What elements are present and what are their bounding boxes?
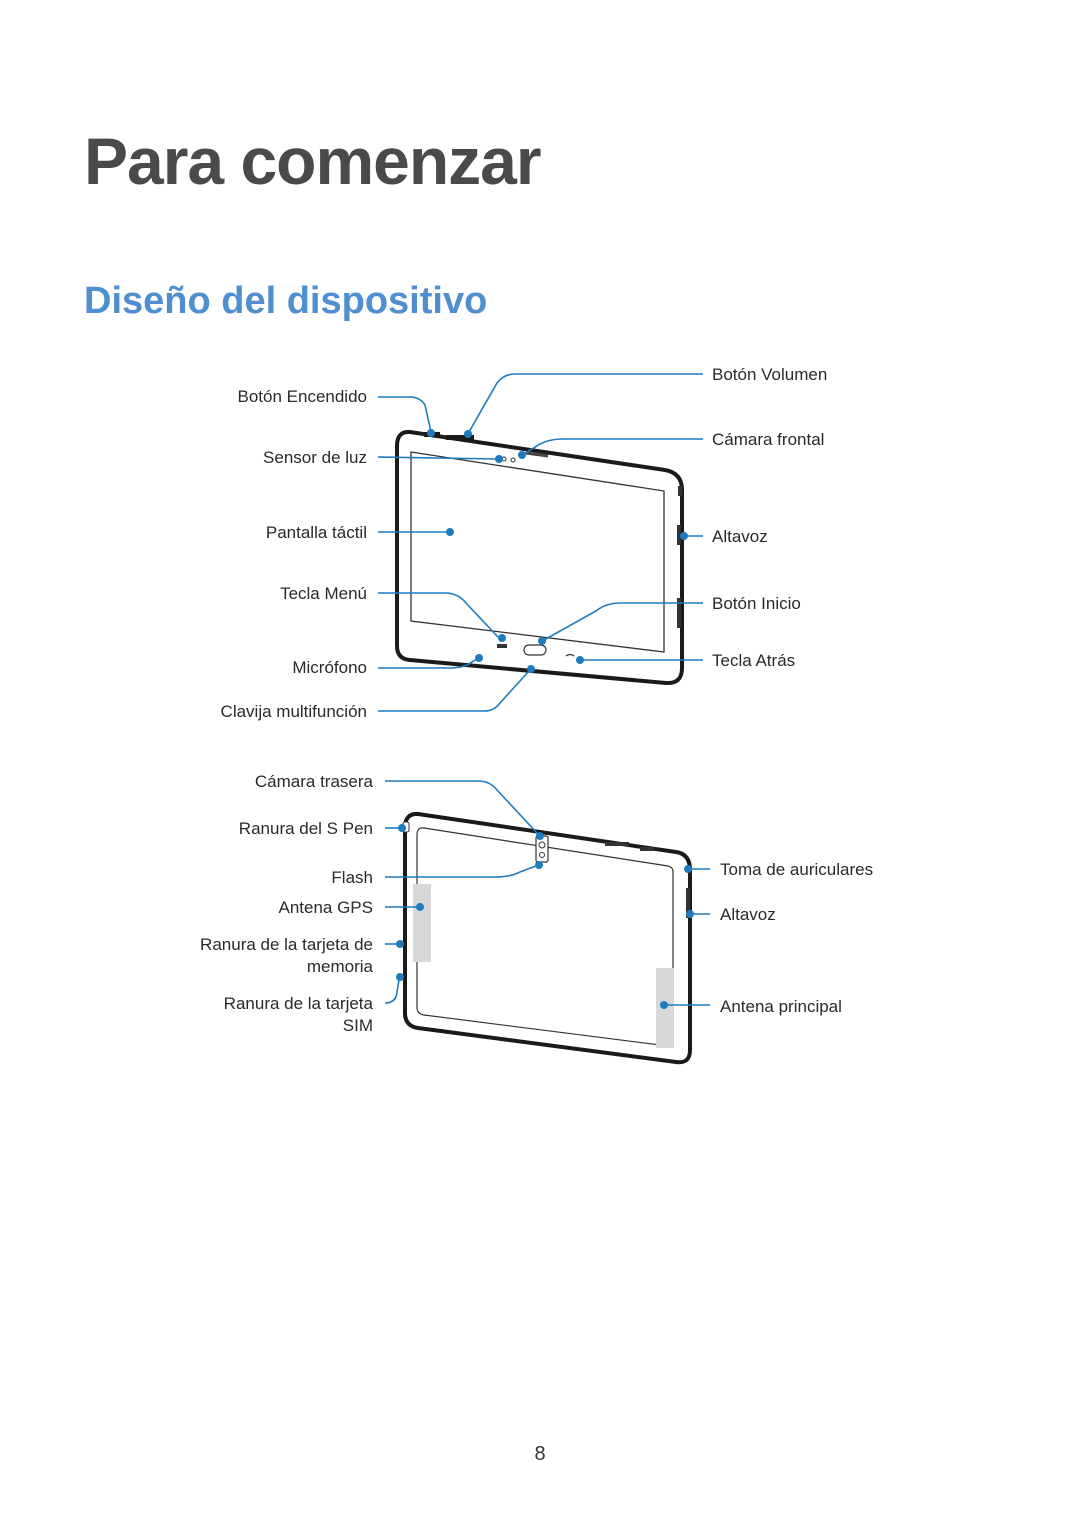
rear-speaker-grill xyxy=(686,888,690,918)
menu-key-shape xyxy=(497,644,507,648)
rear-labels: Cámara trasera Ranura del S Pen Flash An… xyxy=(200,772,873,1035)
front-leaders xyxy=(377,373,703,712)
label-multipurpose-jack: Clavija multifunción xyxy=(221,702,367,721)
gps-antenna-area xyxy=(413,884,431,962)
rear-camera-module xyxy=(535,835,549,863)
rear-leaders xyxy=(384,780,710,1009)
label-back-key: Tecla Atrás xyxy=(712,651,795,670)
label-power-button: Botón Encendido xyxy=(238,387,368,406)
rear-tablet-illustration xyxy=(402,811,692,1065)
label-microphone: Micrófono xyxy=(292,658,367,677)
label-volume-button: Botón Volumen xyxy=(712,365,827,384)
label-light-sensor: Sensor de luz xyxy=(263,448,367,467)
label-rear-camera: Cámara trasera xyxy=(255,772,374,791)
touch-screen-area xyxy=(410,451,665,653)
page-number: 8 xyxy=(534,1443,546,1465)
back-key-shape xyxy=(565,653,575,657)
front-labels: Botón Encendido Sensor de luz Pantalla t… xyxy=(221,365,828,721)
label-home-button: Botón Inicio xyxy=(712,594,801,613)
label-front-speaker: Altavoz xyxy=(712,527,768,546)
chapter-title: Para comenzar xyxy=(84,124,542,198)
label-rear-speaker: Altavoz xyxy=(720,905,776,924)
label-flash: Flash xyxy=(331,868,373,887)
label-main-antenna: Antena principal xyxy=(720,997,842,1016)
label-sim-slot-line1: Ranura de la tarjeta xyxy=(224,994,374,1013)
label-gps-antenna: Antena GPS xyxy=(278,898,373,917)
front-speaker-grill xyxy=(525,451,549,458)
label-menu-key: Tecla Menú xyxy=(280,584,367,603)
label-memory-card-slot-line1: Ranura de la tarjeta de xyxy=(200,935,373,954)
label-front-camera: Cámara frontal xyxy=(712,430,824,449)
label-headset-jack: Toma de auriculares xyxy=(720,860,873,879)
volume-button-shape xyxy=(446,435,474,440)
label-sim-slot-line2: SIM xyxy=(343,1016,373,1035)
home-button-shape xyxy=(523,644,547,656)
label-memory-card-slot-line2: memoria xyxy=(307,957,374,976)
label-s-pen-slot: Ranura del S Pen xyxy=(239,819,373,838)
label-touch-screen: Pantalla táctil xyxy=(266,523,367,542)
section-title: Diseño del dispositivo xyxy=(84,280,488,322)
front-tablet-illustration xyxy=(395,429,684,686)
